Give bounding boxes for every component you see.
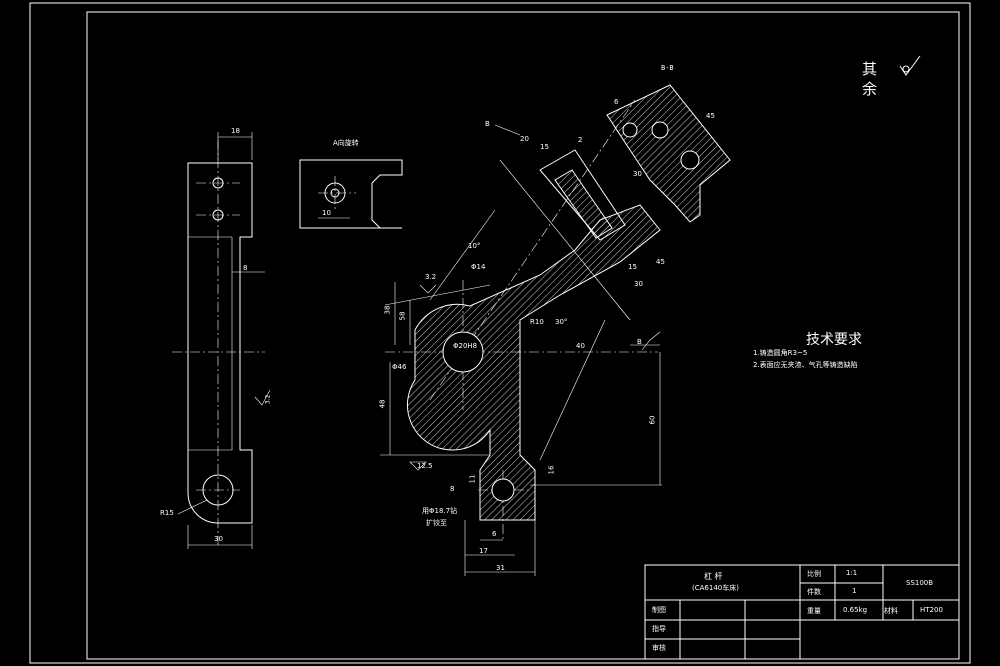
review-label: 审核 — [652, 644, 666, 652]
tech-req-title: 技术要求 — [806, 332, 862, 348]
dim-main-11: 11 — [468, 474, 477, 484]
dim-main-30deg: 30° — [555, 318, 568, 326]
dim-sec-6: 6 — [614, 98, 619, 106]
scale-label: 比例 — [807, 570, 821, 578]
dim-main-phi46: Φ46 — [392, 363, 407, 371]
weight-label: 重量 — [807, 607, 821, 615]
section-mark-b: B — [485, 120, 490, 128]
dim-sec-30b: 30 — [634, 280, 643, 288]
dim-main-60: 60 — [648, 415, 657, 425]
dim-side-18: 18 — [231, 127, 240, 135]
dim-main-40: 40 — [576, 342, 585, 350]
dim-side-ra: 3.2 — [264, 394, 272, 405]
dim-side-30: 30 — [214, 535, 223, 543]
dim-sec-15: 15 — [540, 143, 549, 151]
drawing-number: SS100B — [906, 579, 934, 587]
other-finish-line2: 余 — [862, 80, 878, 98]
part-subtitle: (CA6140车床) — [692, 584, 739, 592]
dim-main-58: 58 — [398, 311, 407, 321]
drawn-label: 制图 — [652, 606, 666, 614]
main-view — [380, 84, 731, 576]
view-a-label: A向旋转 — [333, 139, 359, 147]
dim-main-phi20: Φ20H8 — [453, 342, 478, 350]
side-view — [172, 132, 271, 549]
dim-side-r15: R15 — [160, 509, 174, 517]
title-block — [644, 564, 960, 660]
section-label: B-B — [661, 64, 674, 72]
dim-sec-45: 45 — [706, 112, 715, 120]
outer-border — [29, 2, 971, 664]
main-note-2: 扩铰至 — [426, 519, 447, 527]
weight-value: 0.65kg — [843, 606, 868, 614]
dim-sec-15b: 15 — [628, 263, 637, 271]
dim-view-10: 10 — [322, 209, 331, 217]
dim-sec-20: 20 — [520, 135, 529, 143]
dim-main-17: 17 — [479, 547, 488, 555]
material-label: 材料 — [884, 607, 898, 615]
dim-side-8: 8 — [243, 264, 248, 272]
qty-label: 件数 — [807, 588, 821, 596]
dim-sec-30: 30 — [633, 170, 642, 178]
dim-main-38: 38 — [383, 305, 392, 315]
inner-border — [86, 11, 960, 660]
tech-req-item-1: 1.铸造圆角R3~5 — [753, 349, 808, 357]
dim-main-31: 31 — [496, 564, 505, 572]
dim-sec-45b: 45 — [656, 258, 665, 266]
view-a — [299, 159, 403, 229]
tech-req-item-2: 2.表面应无夹渣、气孔等铸造缺陷 — [753, 361, 858, 369]
roughness-symbol — [899, 55, 921, 76]
dim-main-8: 8 — [450, 485, 455, 493]
main-note-1: 用Φ18.7钻 — [422, 507, 458, 515]
guide-label: 指导 — [652, 625, 666, 633]
dim-main-16: 16 — [547, 465, 556, 475]
other-finish-line1: 其 — [862, 60, 878, 78]
section-mark-b2: B — [637, 338, 642, 346]
dim-main-10deg: 10° — [468, 242, 481, 250]
dim-main-48: 48 — [378, 399, 387, 409]
dim-sec-2: 2 — [578, 136, 583, 144]
dim-main-14: Φ14 — [471, 263, 486, 271]
dim-main-r10: R10 — [530, 318, 544, 326]
dim-main-12-5b: 12.5 — [417, 462, 433, 470]
roughness-circle — [902, 65, 910, 73]
qty-value: 1 — [852, 587, 857, 595]
dim-main-12-5a: 3.2 — [425, 273, 437, 281]
material-value: HT200 — [920, 606, 943, 614]
dim-main-6: 6 — [492, 530, 497, 538]
scale-value: 1:1 — [846, 569, 858, 577]
part-name: 杠 杆 — [704, 572, 723, 581]
